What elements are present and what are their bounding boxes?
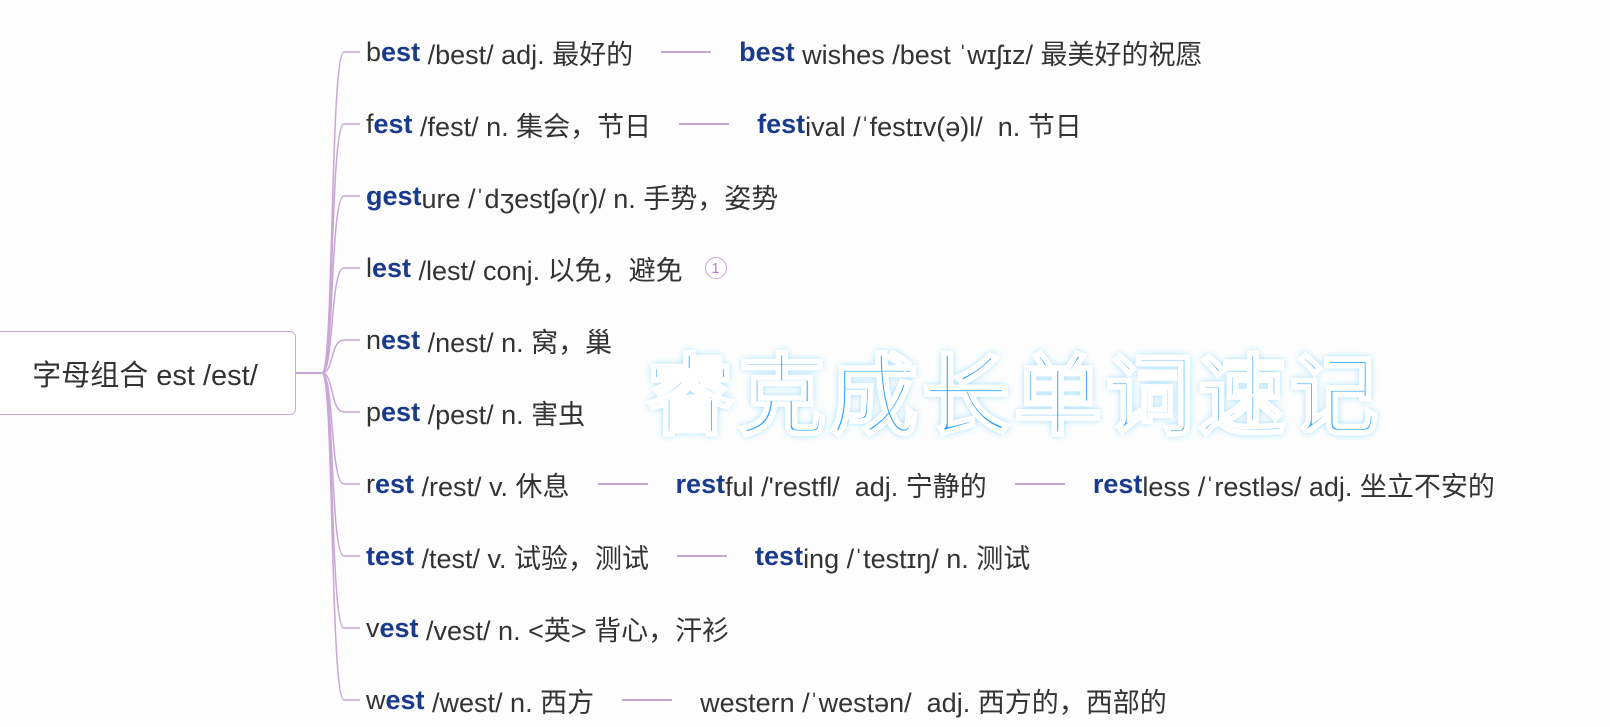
branch-connector [296,267,360,374]
branch-text: f [366,108,374,139]
branch-text: ival /ˈfestɪv(ə)l/ n. 节日 [805,111,1082,142]
connector-line [677,555,728,557]
highlighted-letters: rest [1092,468,1143,499]
branch-text: ure /ˈdʒestʃə(r)/ n. 手势，姿势 [421,183,779,214]
branch-text: less /ˈrestləs/ adj. 坐立不安的 [1142,471,1495,502]
highlighted-letters: test [755,540,804,571]
branch-text: /lest/ conj. 以免，避免 [411,255,683,286]
root-node[interactable]: 字母组合 est /est/ [0,331,296,415]
highlighted-letters: est [385,684,425,715]
highlighted-letters: est [381,396,421,427]
branch-text: l [366,252,372,283]
branch-connector [296,51,360,374]
branch-connector [296,372,360,701]
branch-text: r [366,468,375,499]
watermark-text: 睿克成长单词速记 [644,344,1383,450]
branch-text: /rest/ v. 休息 [414,471,570,502]
highlighted-letters: est [381,36,421,67]
highlighted-letters: est [379,612,419,643]
highlighted-letters: est [372,252,412,283]
branch-text: v [366,612,380,643]
branch-text: /fest/ n. 集会，节日 [412,111,652,142]
connector-line [679,123,730,125]
branch-text: /pest/ n. 害虫 [420,399,586,430]
connector-line [622,699,673,701]
branch-connector [296,123,360,374]
branch-text: western /ˈwestən/ adj. 西方的，西部的 [700,687,1167,718]
branch-text: ful /'restfl/ adj. 宁静的 [725,471,987,502]
highlighted-letters: est [381,324,421,355]
highlighted-letters: rest [675,468,726,499]
branch-text: /best/ adj. 最好的 [420,39,634,70]
highlighted-letters: fest [757,108,806,139]
branch-text: b [366,36,382,67]
branch-text: /test/ v. 试验，测试 [414,543,650,574]
connector-line [661,51,712,53]
root-node-label: 字母组合 est /est/ [32,360,258,392]
connector-line [597,483,648,485]
branch-text: w [366,684,386,715]
branch-text: p [366,396,382,427]
connector-line [1014,483,1065,485]
branch-text: /vest/ n. <英> 背心，汗衫 [418,615,730,646]
highlighted-letters: est [373,108,413,139]
branch-text: /nest/ n. 窝，巢 [420,327,613,358]
highlighted-letters: best [739,36,795,67]
branch-connector [296,195,360,374]
branch-text: n [366,324,382,355]
highlighted-letters: test [366,540,415,571]
highlighted-letters: est [375,468,415,499]
branch-text: /west/ n. 西方 [424,687,595,718]
highlighted-letters: gest [366,180,422,211]
collapse-count-badge[interactable]: 1 [704,257,727,279]
branch-text: wishes /best ˈwɪʃɪz/ 最美好的祝愿 [794,39,1203,70]
branch-text: ing /ˈtestɪŋ/ n. 测试 [803,543,1031,574]
